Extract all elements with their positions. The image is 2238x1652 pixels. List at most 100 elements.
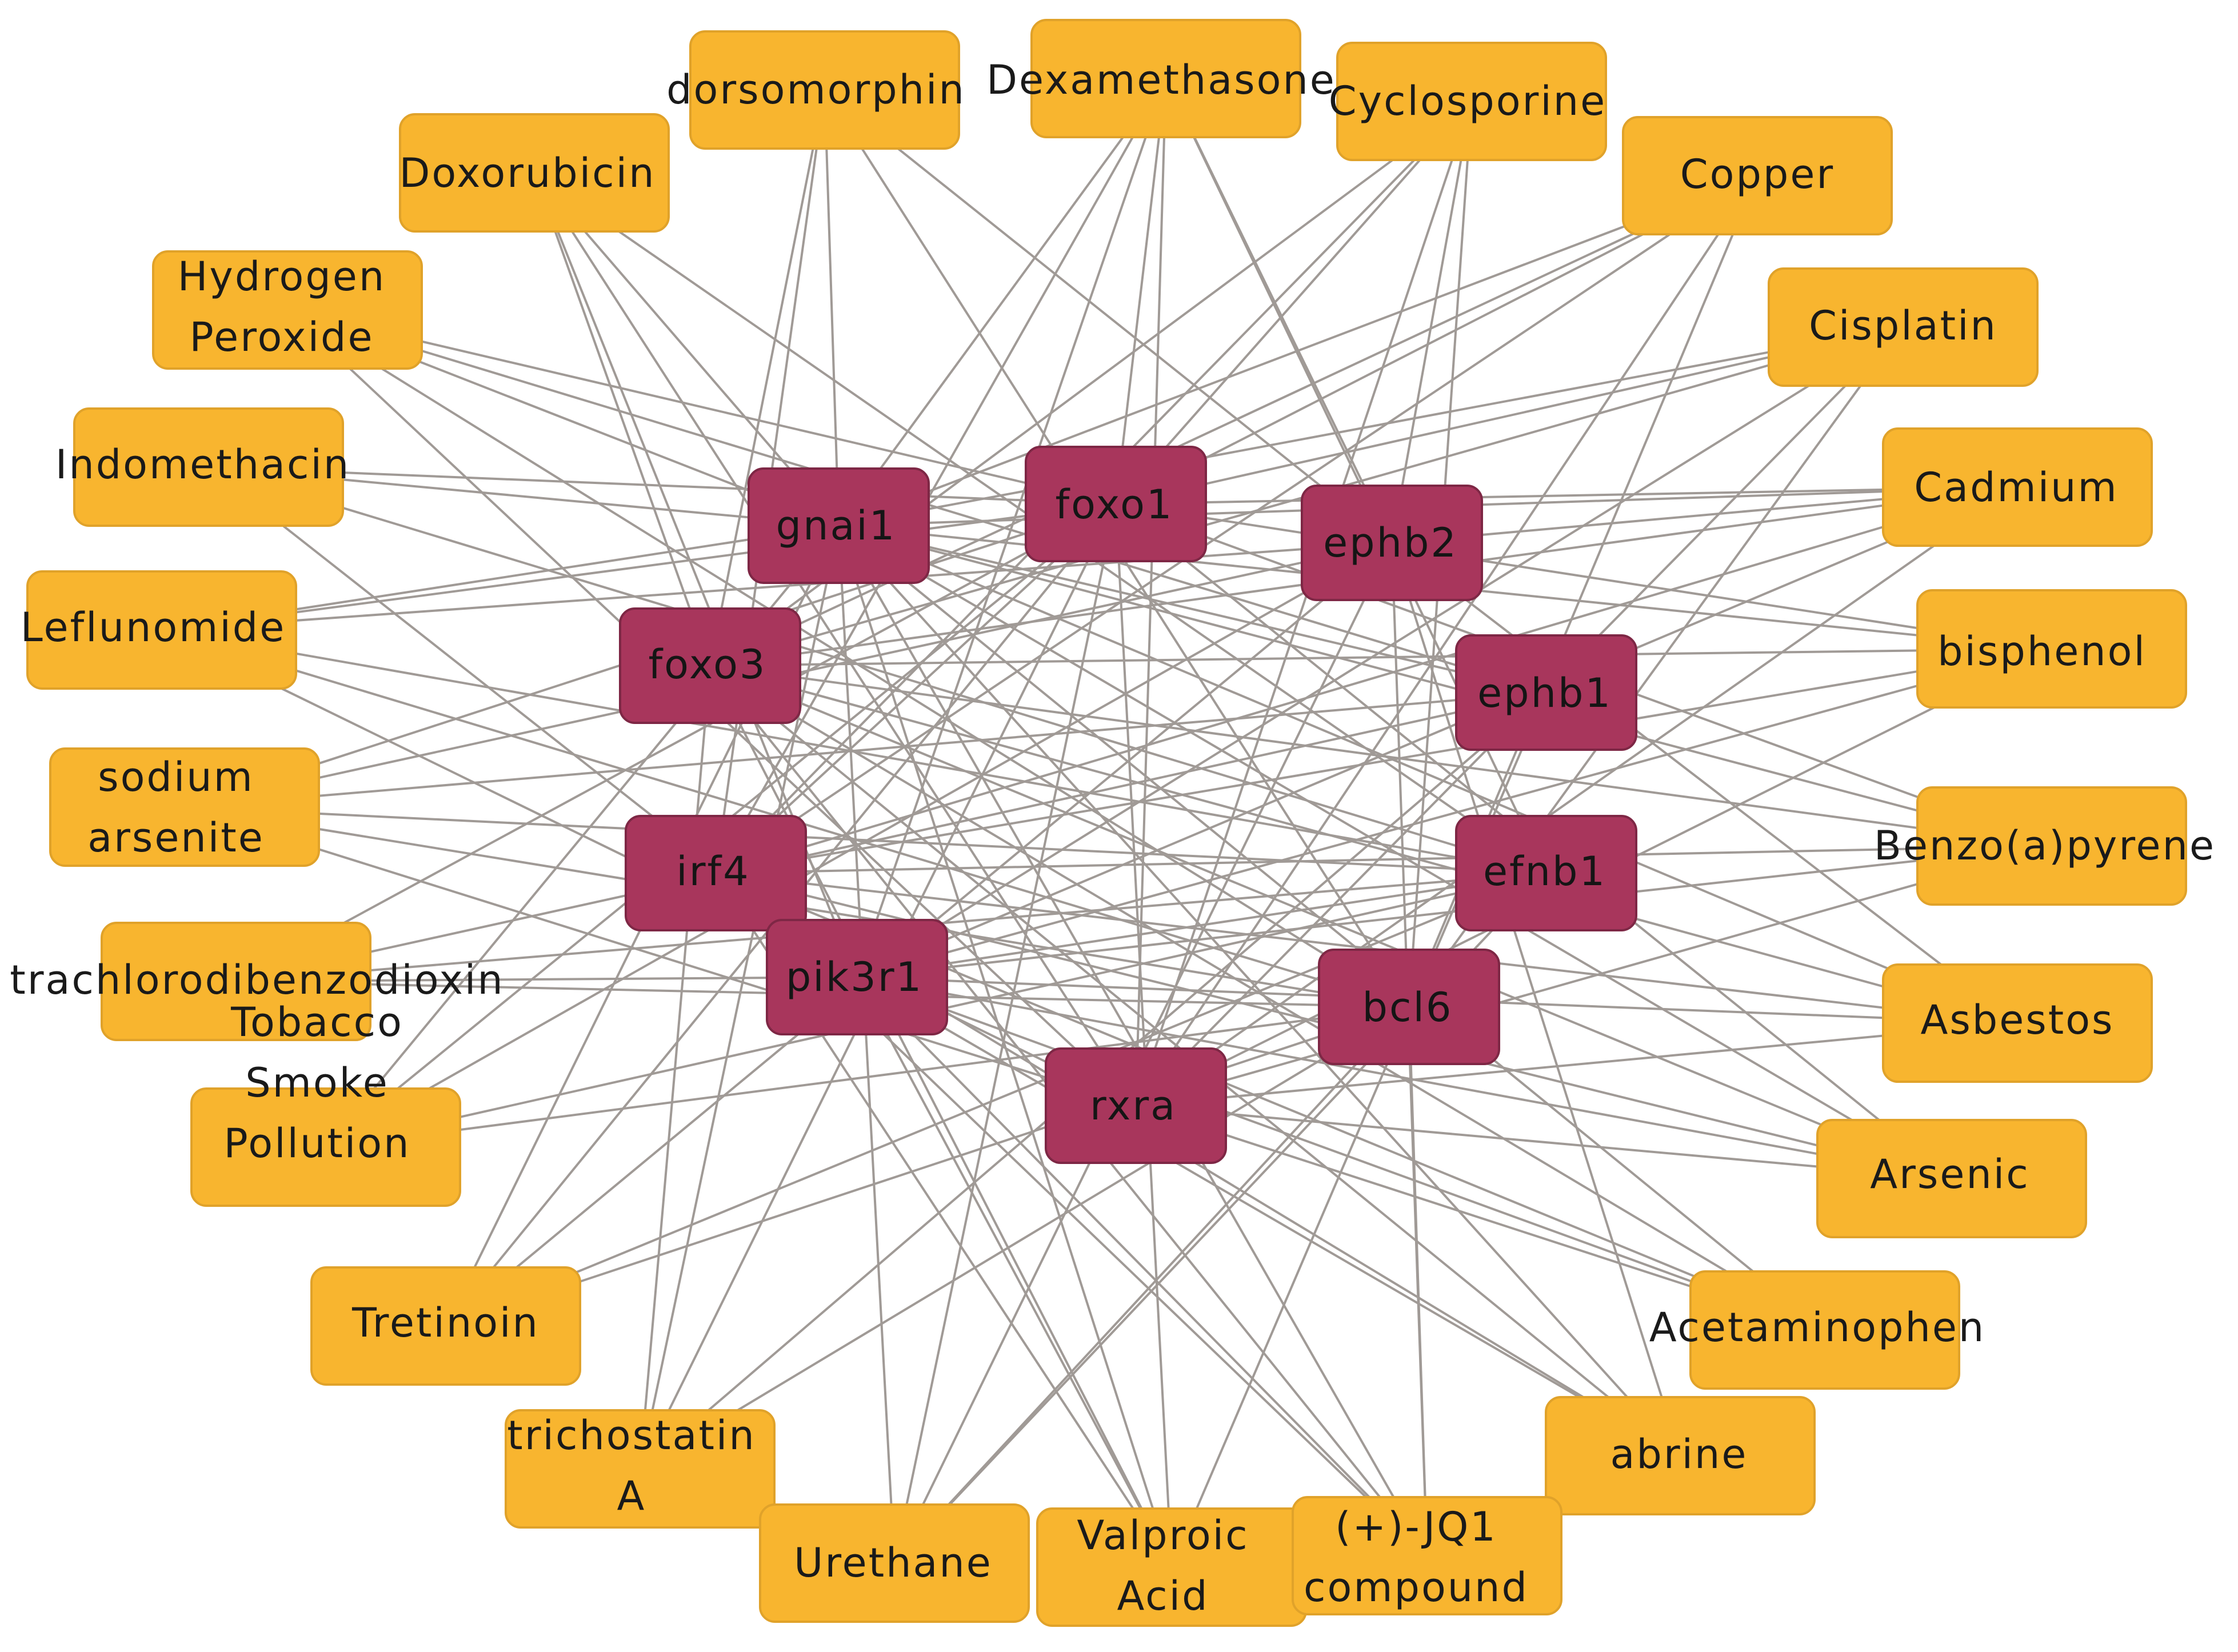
edge-benzo-a-pyrene-foxo3 xyxy=(710,665,2052,847)
edge-arsenic-gnai1 xyxy=(838,525,1953,1180)
chemical-node-indomethacin[interactable]: Indomethacin xyxy=(55,407,351,527)
chemical-node-asbestos[interactable]: Asbestos xyxy=(1882,963,2153,1083)
node-box xyxy=(1292,1496,1562,1615)
chemical-node-arsenic[interactable]: Arsenic xyxy=(1816,1119,2087,1238)
node-label: Asbestos xyxy=(1920,997,2114,1043)
gene-node-bcl6[interactable]: bcl6 xyxy=(1318,949,1500,1065)
node-label: bcl6 xyxy=(1362,984,1453,1031)
node-box xyxy=(101,922,371,1041)
gene-node-rxra[interactable]: rxra xyxy=(1045,1047,1227,1164)
edge-acetaminophen-gnai1 xyxy=(838,525,1826,1331)
edge-asbestos-foxo3 xyxy=(709,665,2018,1025)
node-label: efnb1 xyxy=(1483,848,1606,895)
edge-valproic-acid-pik3r1 xyxy=(856,977,1173,1568)
edge-indomethacin-efnb1 xyxy=(208,466,1547,874)
edge-acetaminophen-pik3r1 xyxy=(856,976,1825,1331)
edge-sodium-arsenite-ephb1 xyxy=(184,691,1546,809)
chemical-node-acetaminophen[interactable]: Acetaminophen xyxy=(1649,1270,1986,1390)
node-box xyxy=(1045,1047,1227,1164)
gene-node-pik3r1[interactable]: pik3r1 xyxy=(766,919,948,1035)
edge-valproic-acid-foxo1 xyxy=(1114,503,1173,1567)
node-box xyxy=(399,113,670,233)
edge-cadmium-irf4 xyxy=(715,486,2018,874)
node-box xyxy=(625,815,807,931)
edge-abrine-pik3r1 xyxy=(856,976,1681,1457)
chemical-node-abrine[interactable]: abrine xyxy=(1545,1396,1816,1515)
node-label: sodium xyxy=(98,754,254,801)
node-label: Indomethacin xyxy=(55,441,351,488)
edge-indomethacin-foxo1 xyxy=(208,466,1116,505)
node-label: pik3r1 xyxy=(786,954,923,1001)
node-label: Dexamethasone xyxy=(986,57,1336,103)
edge-doxorubicin-foxo3 xyxy=(533,172,712,666)
chemical-node-tretinoin[interactable]: Tretinoin xyxy=(310,1266,581,1386)
node-label: Leflunomide xyxy=(21,604,286,651)
node-box xyxy=(1455,815,1637,931)
chemical-node-leflunomide[interactable]: Leflunomide xyxy=(21,570,297,690)
node-label: ephb2 xyxy=(1323,519,1458,566)
edge-leflunomide-foxo1 xyxy=(161,503,1116,631)
node-box xyxy=(26,570,297,690)
node-label: Cyclosporine xyxy=(1329,78,1606,125)
chemical-node-cadmium[interactable]: Cadmium xyxy=(1882,427,2153,547)
node-label: rxra xyxy=(1090,1082,1177,1129)
node-box xyxy=(619,607,801,724)
gene-node-ephb2[interactable]: ephb2 xyxy=(1301,485,1483,601)
chemical-node-urethane[interactable]: Urethane xyxy=(759,1503,1030,1623)
edge-dorsomorphin-ephb2 xyxy=(824,89,1393,544)
gene-node-gnai1[interactable]: gnai1 xyxy=(748,467,930,584)
chemical-node-dorsomorphin[interactable]: dorsomorphin xyxy=(666,30,966,150)
node-box xyxy=(1622,116,1893,235)
edge-trachlorodibenzodioxin-ephb1 xyxy=(235,691,1546,983)
node-label: dorsomorphin xyxy=(666,66,966,113)
node-box xyxy=(1545,1396,1816,1515)
edge-asbestos-ephb2 xyxy=(1391,542,2019,1025)
edge-valproic-acid-gnai1 xyxy=(837,525,1173,1568)
edge-tobacco-smoke-pollution-ephb2 xyxy=(325,542,1393,1149)
node-label: Cisplatin xyxy=(1809,302,1997,349)
gene-node-efnb1[interactable]: efnb1 xyxy=(1455,815,1637,931)
edge-bisphenol-pik3r1 xyxy=(856,647,2052,978)
edge-benzo-a-pyrene-rxra xyxy=(1135,845,2052,1107)
edge-dexamethasone-efnb1 xyxy=(1165,78,1548,874)
chemical-node-copper[interactable]: Copper xyxy=(1622,116,1893,235)
edge-benzo-a-pyrene-gnai1 xyxy=(838,525,2052,847)
node-box xyxy=(1689,1270,1960,1390)
node-label: Peroxide xyxy=(189,314,374,361)
node-label: gnai1 xyxy=(776,502,897,549)
edge-dorsomorphin-gnai1 xyxy=(824,90,840,526)
node-box xyxy=(748,467,930,584)
node-box xyxy=(689,30,960,150)
edge-cisplatin-gnai1 xyxy=(838,326,1904,527)
node-box xyxy=(766,919,948,1035)
chemical-node-cisplatin[interactable]: Cisplatin xyxy=(1768,267,2039,387)
gene-node-foxo3[interactable]: foxo3 xyxy=(619,607,801,724)
chemical-node-dexamethasone[interactable]: Dexamethasone xyxy=(986,19,1336,138)
gene-node-foxo1[interactable]: foxo1 xyxy=(1025,446,1207,562)
node-label: (+)-JQ1 xyxy=(1335,1503,1497,1550)
gene-node-ephb1[interactable]: ephb1 xyxy=(1455,634,1637,751)
chemical-node-benzo-a-pyrene[interactable]: Benzo(a)pyrene xyxy=(1874,786,2216,906)
node-label: Pollution xyxy=(224,1120,411,1167)
node-label: A xyxy=(617,1473,646,1519)
chemical-node-bisphenol[interactable]: bisphenol xyxy=(1916,589,2187,709)
node-label: foxo3 xyxy=(649,641,767,688)
chemical-node-cyclosporine[interactable]: Cyclosporine xyxy=(1329,42,1607,161)
edge-copper-gnai1 xyxy=(838,174,1758,527)
chemical-node-trachlorodibenzodioxin[interactable]: trachlorodibenzodioxin xyxy=(10,922,504,1041)
node-label: abrine xyxy=(1610,1431,1748,1478)
edge-jq1-compound-pik3r1 xyxy=(856,976,1428,1557)
edge-cadmium-rxra xyxy=(1135,486,2019,1107)
gene-node-irf4[interactable]: irf4 xyxy=(625,815,807,931)
node-box xyxy=(505,1409,776,1529)
node-box xyxy=(310,1266,581,1386)
node-label: bisphenol xyxy=(1937,628,2147,675)
chemical-node-doxorubicin[interactable]: Doxorubicin xyxy=(399,113,670,233)
edge-cyclosporine-foxo1 xyxy=(1115,101,1473,505)
